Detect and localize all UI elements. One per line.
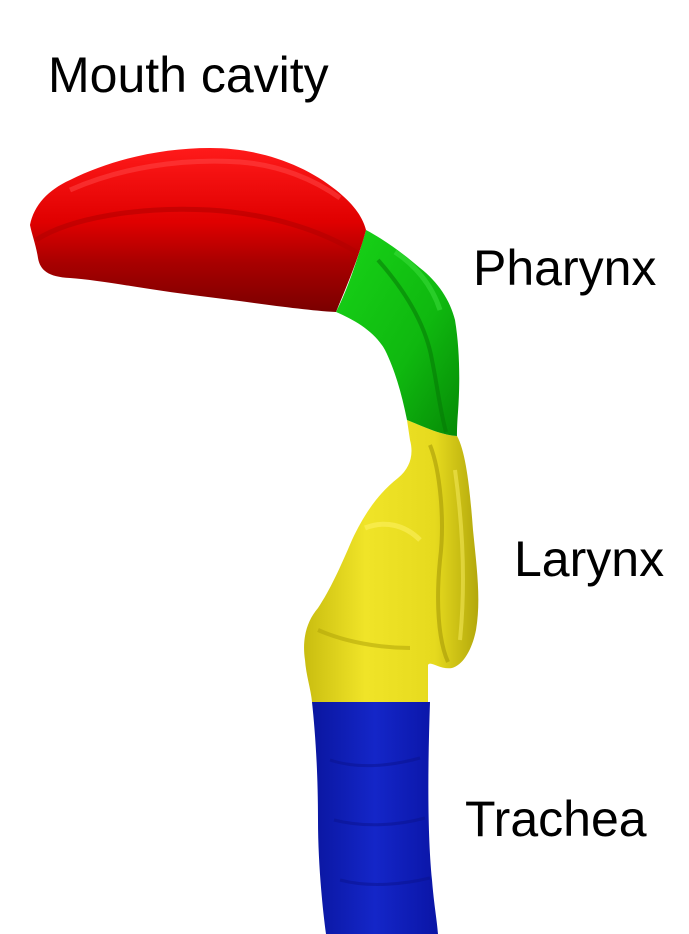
mouth-cavity-segment bbox=[30, 148, 366, 312]
pharynx-label: Pharynx bbox=[473, 243, 656, 293]
mouth-cavity-label: Mouth cavity bbox=[48, 50, 329, 100]
larynx-segment bbox=[304, 420, 478, 702]
larynx-label: Larynx bbox=[514, 534, 664, 584]
trachea-label: Trachea bbox=[465, 794, 647, 844]
trachea-segment bbox=[312, 702, 438, 934]
